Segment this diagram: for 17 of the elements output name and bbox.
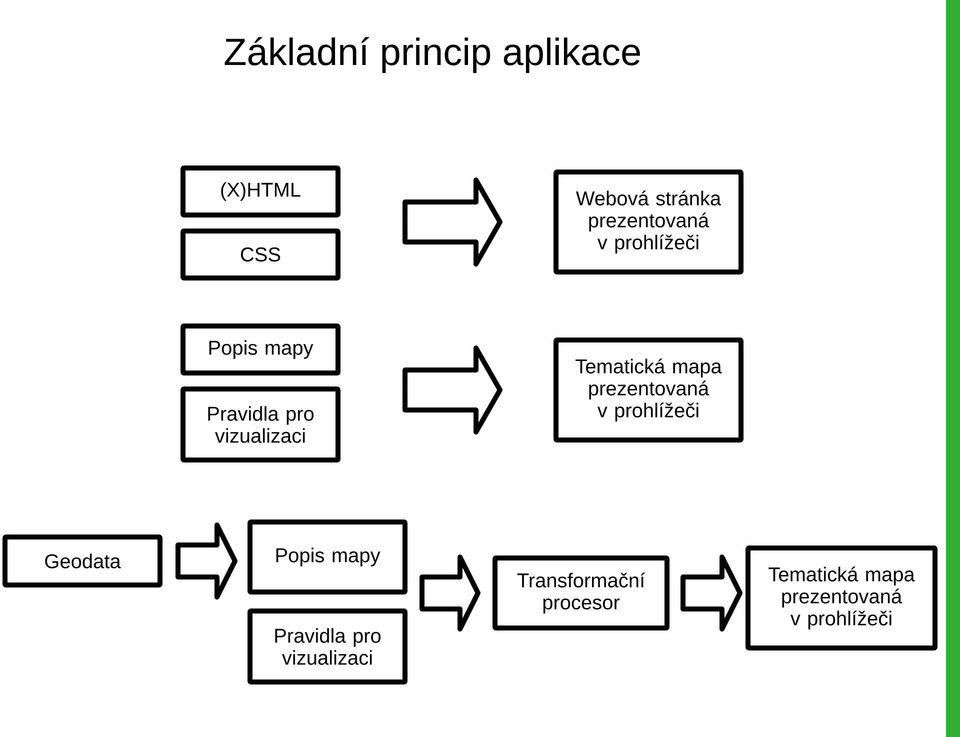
block-arrow [402, 178, 502, 266]
block-arrow [402, 346, 502, 434]
block-arrow [420, 554, 480, 632]
process-box: Pravidla pro vizualizaci [248, 608, 408, 684]
process-box: Tematická mapa prezentovaná v prohlížeči [554, 338, 744, 442]
process-box: (X)HTML [180, 166, 340, 218]
process-box: Popis mapy [248, 520, 408, 594]
process-box: Transformační procesor [492, 556, 670, 630]
block-arrow [680, 554, 742, 632]
title: Základní princip aplikace [224, 37, 640, 73]
process-box: Webová stránka prezentovaná v prohlížeči [554, 170, 744, 274]
process-box: CSS [180, 228, 340, 280]
block-arrow [176, 522, 238, 600]
process-box: Geodata [2, 534, 162, 588]
process-box: Popis mapy [180, 324, 340, 376]
process-box: Pravidla pro vizualizaci [180, 386, 340, 462]
process-box: Tematická mapa prezentovaná v prohlížeči [746, 546, 938, 650]
